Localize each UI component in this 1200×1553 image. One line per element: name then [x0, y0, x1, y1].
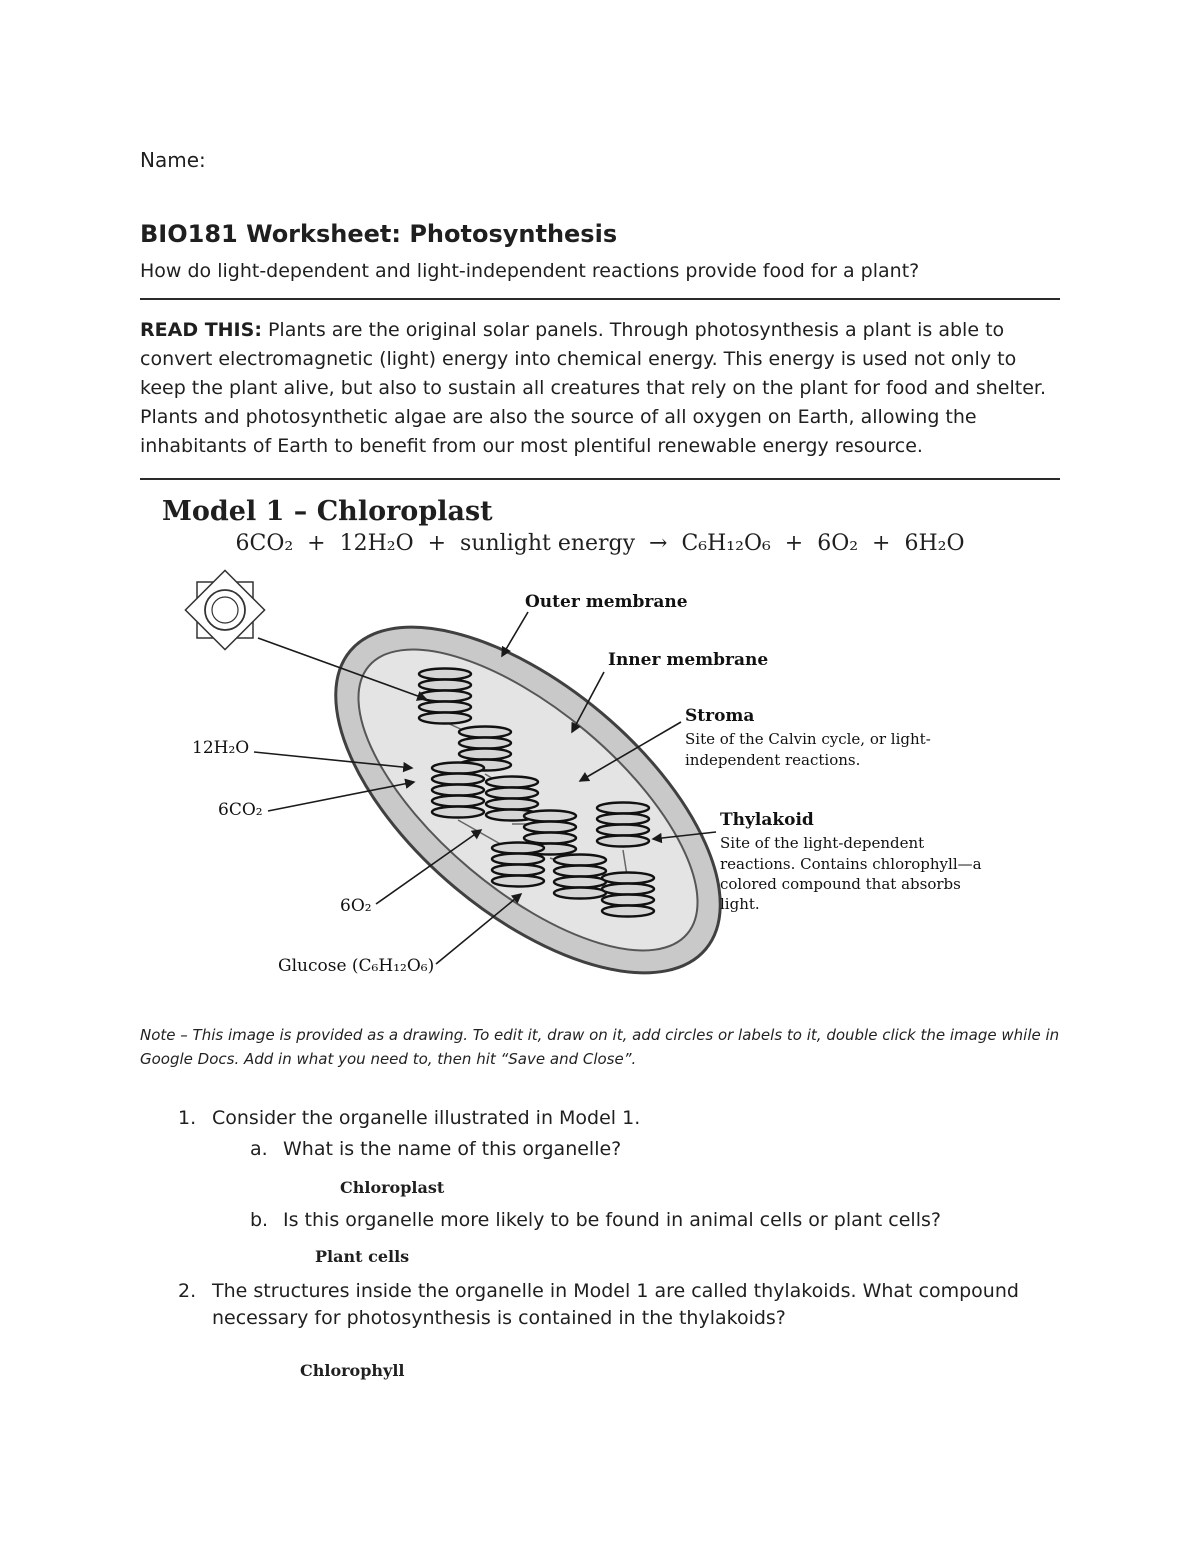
questions-section: 1. Consider the organelle illustrated in…: [140, 1105, 1060, 1380]
outer-membrane-label: Outer membrane: [525, 592, 688, 613]
stroma-desc: Site of the Calvin cycle, or light-indep…: [685, 730, 931, 769]
answer-1a: Chloroplast: [340, 1177, 445, 1197]
glucose-label: Glucose (C₆H₁₂O₆): [278, 956, 435, 977]
page-title: BIO181 Worksheet: Photosynthesis: [140, 220, 618, 248]
thylakoid-disc: [595, 823, 651, 838]
thylakoid-disc: [417, 711, 473, 726]
stroma-label: Stroma Site of the Calvin cycle, or ligh…: [685, 706, 955, 770]
thylakoid-disc: [457, 736, 513, 751]
question-1b: b. Is this organelle more likely to be f…: [140, 1207, 1060, 1235]
question-1a-letter: a.: [250, 1138, 268, 1161]
question-1a-text: What is the name of this organelle?: [283, 1138, 622, 1161]
thylakoid-disc: [600, 882, 656, 897]
thylakoid-disc: [552, 886, 608, 901]
thylakoid-disc: [417, 678, 473, 693]
thylakoid-disc: [484, 775, 540, 790]
thylakoid-disc: [552, 864, 608, 879]
thylakoid-disc: [457, 747, 513, 762]
thylakoid-disc: [552, 875, 608, 890]
o2-label: 6O₂: [340, 896, 372, 917]
question-1a: a. What is the name of this organelle?: [140, 1136, 1060, 1164]
question-1: 1. Consider the organelle illustrated in…: [140, 1105, 1060, 1133]
thylakoid-disc: [417, 700, 473, 715]
thylakoid-disc: [417, 667, 473, 682]
thylakoid-disc: [484, 797, 540, 812]
photosynthesis-equation: 6CO₂ + 12H₂O + sunlight energy → C₆H₁₂O₆…: [235, 531, 965, 557]
thylakoid-disc: [430, 772, 486, 787]
answer-1b: Plant cells: [315, 1246, 410, 1266]
read-this-label: READ THIS:: [140, 319, 262, 341]
thylakoid-disc: [552, 853, 608, 868]
thylakoid-disc: [522, 820, 578, 835]
thylakoid-label: Thylakoid Site of the light-dependent re…: [720, 810, 992, 914]
thylakoid-disc: [417, 689, 473, 704]
thylakoid-disc: [490, 841, 546, 856]
question-2-text: The structures inside the organelle in M…: [212, 1279, 1019, 1330]
thylakoid-disc: [595, 834, 651, 849]
divider-line-top: [140, 298, 1060, 300]
thylakoid-disc: [430, 794, 486, 809]
question-1-text: Consider the organelle illustrated in Mo…: [212, 1106, 641, 1129]
thylakoid-disc: [430, 761, 486, 776]
answer-2: Chlorophyll: [300, 1360, 405, 1380]
thylakoid-disc: [522, 809, 578, 824]
thylakoid-title: Thylakoid: [720, 810, 814, 831]
thylakoid-disc: [490, 863, 546, 878]
stroma-arrow: [578, 721, 682, 783]
inner-membrane-arrow: [571, 671, 605, 734]
o2-arrow: [375, 829, 483, 906]
read-this-text: Plants are the original solar panels. Th…: [140, 319, 1047, 457]
thylakoid-disc: [600, 904, 656, 919]
thylakoid-disc: [600, 871, 656, 886]
question-2-number: 2.: [178, 1279, 197, 1302]
divider-line-bottom: [140, 478, 1060, 481]
name-label: Name:: [140, 148, 206, 172]
sunlight-arrow: [257, 637, 428, 702]
thylakoid-disc: [430, 783, 486, 798]
thylakoid-arrow: [651, 831, 717, 844]
thylakoid-disc: [522, 831, 578, 846]
thylakoid-disc: [595, 812, 651, 827]
chloroplast-diagram[interactable]: Outer membrane Inner membrane Stroma Sit…: [140, 562, 1060, 1012]
thylakoid-desc: Site of the light-dependent reactions. C…: [720, 834, 982, 914]
water-label: 12H₂O: [192, 738, 250, 759]
question-1b-text: Is this organelle more likely to be foun…: [283, 1208, 941, 1231]
thylakoid-disc: [490, 874, 546, 889]
outer-membrane-arrow: [501, 611, 529, 658]
page-subtitle: How do light-dependent and light-indepen…: [140, 260, 920, 282]
thylakoid-disc: [484, 786, 540, 801]
glucose-arrow: [435, 893, 523, 965]
co2-arrow: [267, 778, 416, 813]
model1-heading: Model 1 – Chloroplast: [162, 496, 493, 528]
thylakoid-disc: [457, 725, 513, 740]
water-arrow: [253, 751, 414, 773]
leader-lines: [253, 611, 717, 965]
question-1b-letter: b.: [250, 1208, 269, 1231]
thylakoid-disc: [600, 893, 656, 908]
stroma-title: Stroma: [685, 706, 755, 727]
chloroplast-drawing: [184, 569, 722, 975]
thylakoid-disc: [430, 805, 486, 820]
grana-stacks: [417, 667, 656, 919]
editing-note: Note – This image is provided as a drawi…: [140, 1026, 1060, 1068]
read-this-paragraph: READ THIS: Plants are the original solar…: [140, 316, 1060, 460]
inner-membrane-label: Inner membrane: [608, 650, 769, 671]
question-1-number: 1.: [178, 1106, 197, 1129]
co2-label: 6CO₂: [218, 800, 263, 821]
question-2: 2. The structures inside the organelle i…: [140, 1278, 1060, 1333]
thylakoid-disc: [595, 801, 651, 816]
thylakoid-disc: [490, 852, 546, 867]
sun-icon: [184, 569, 266, 652]
